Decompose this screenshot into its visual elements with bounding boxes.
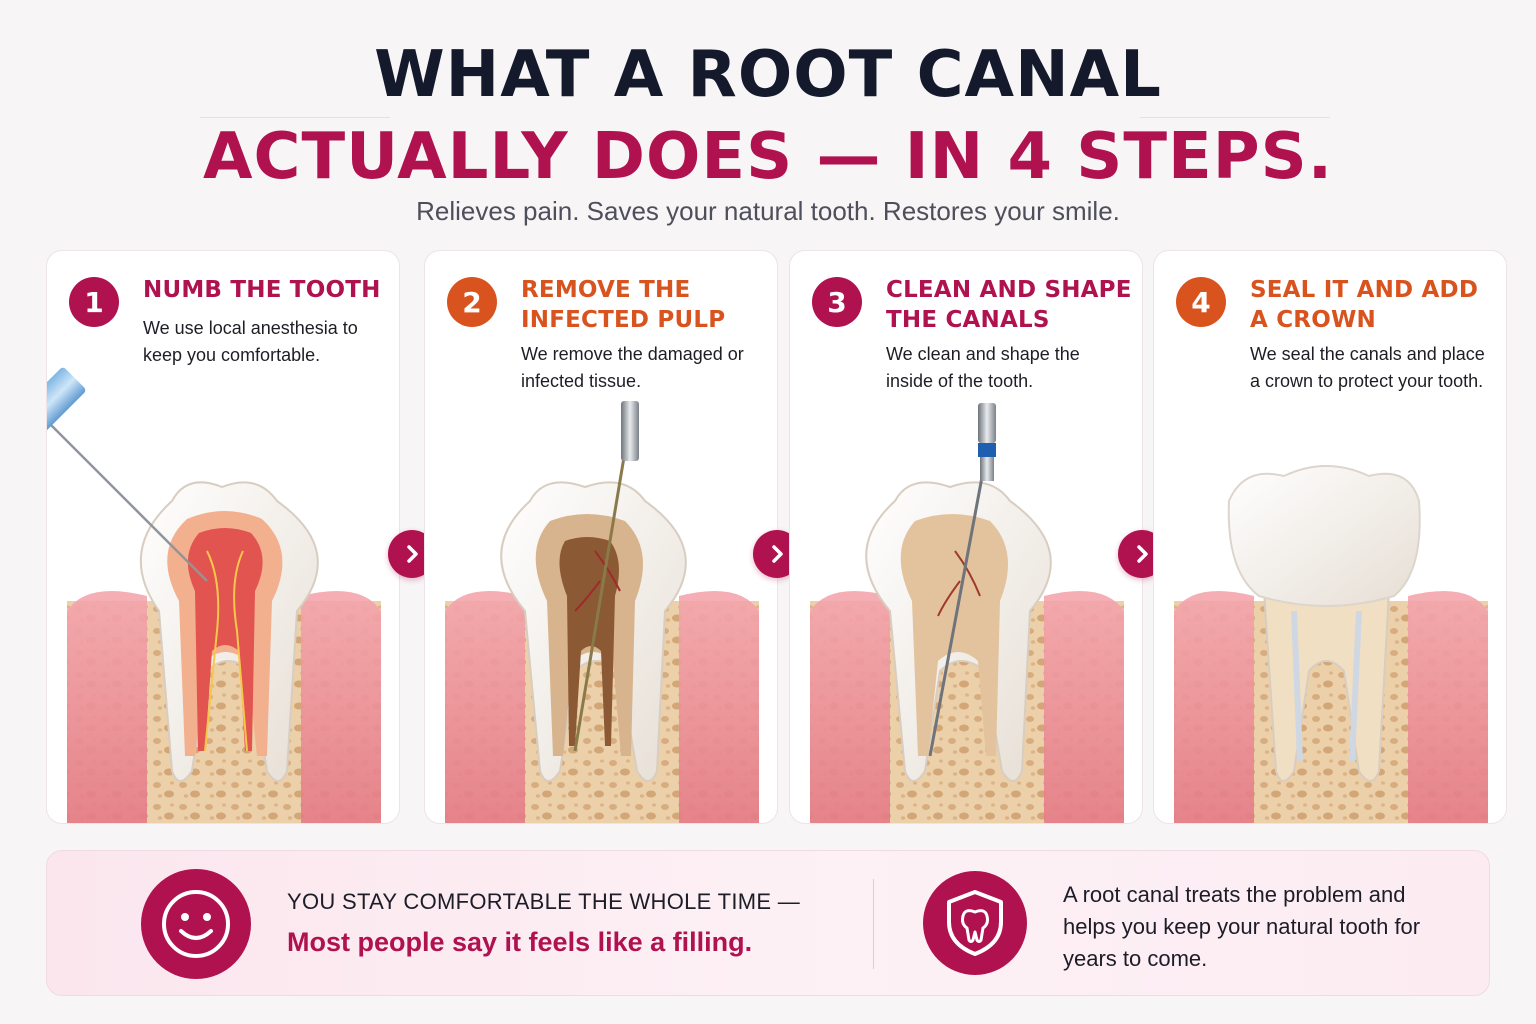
step-description: We seal the canals and place a crown to … — [1250, 344, 1485, 391]
decorative-line-left — [200, 117, 390, 118]
shield-tooth-icon — [947, 890, 1003, 956]
step-card-4: 4 SEAL IT AND ADD A CROWN We seal the ca… — [1153, 250, 1507, 824]
step-title: SEAL IT AND ADD A CROWN — [1250, 277, 1479, 333]
step-description: We clean and shape the inside of the too… — [886, 344, 1080, 391]
step-number-badge: 2 — [447, 277, 497, 327]
page-title: WHAT A ROOT CANAL — [374, 38, 1162, 112]
comfort-heading: YOU STAY COMFORTABLE THE WHOLE TIME — — [287, 889, 801, 914]
step-number-badge: 3 — [812, 277, 862, 327]
step-card-2: 2 REMOVE THE INFECTED PULP We remove the… — [424, 250, 778, 824]
step-number-badge: 4 — [1176, 277, 1226, 327]
crown-sealing-illustration — [1174, 465, 1488, 823]
step-title: CLEAN AND SHAPE THE CANALS — [886, 277, 1132, 333]
smile-badge — [141, 869, 251, 979]
shield-badge — [923, 871, 1027, 975]
banner-divider — [873, 879, 874, 969]
pulp-removal-illustration — [445, 401, 759, 823]
step-description: We remove the damaged or infected tissue… — [521, 344, 744, 391]
benefit-text: A root canal treats the problem and help… — [1063, 882, 1421, 971]
chevron-right-icon — [1137, 545, 1148, 563]
step-card-1: 1 NUMB THE TOOTH We use local anesthesia… — [46, 250, 400, 824]
comfort-highlight: Most people say it feels like a filling. — [287, 927, 753, 957]
step-card-3: 3 CLEAN AND SHAPE THE CANALS We clean an… — [789, 250, 1143, 824]
step-number-badge: 1 — [69, 277, 119, 327]
step-title: REMOVE THE INFECTED PULP — [521, 277, 726, 333]
step-title: NUMB THE TOOTH — [143, 277, 381, 303]
canal-cleaning-illustration — [810, 403, 1124, 823]
chevron-right-icon — [407, 545, 418, 563]
tooth-numbing-illustration — [47, 367, 381, 823]
chevron-right-icon — [772, 545, 783, 563]
smile-icon — [162, 890, 230, 958]
page-subtitle: Relieves pain. Saves your natural tooth.… — [416, 196, 1120, 226]
decorative-line-right — [1140, 117, 1330, 118]
step-description: We use local anesthesia to keep you comf… — [143, 318, 358, 365]
reassurance-banner: YOU STAY COMFORTABLE THE WHOLE TIME — Mo… — [46, 850, 1490, 996]
page-title-highlight: ACTUALLY DOES — IN 4 STEPS. — [202, 120, 1334, 194]
